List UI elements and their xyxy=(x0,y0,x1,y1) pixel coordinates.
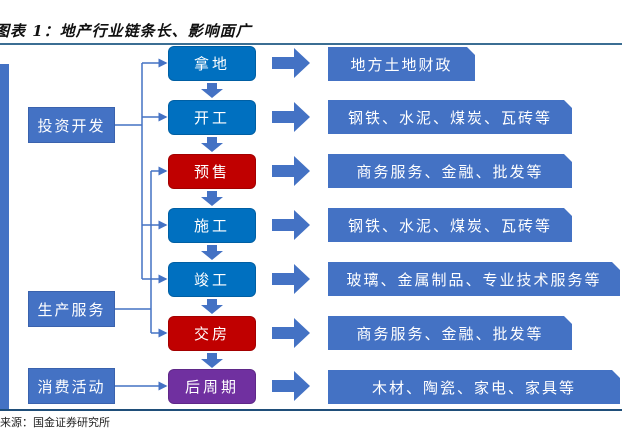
right-arrow xyxy=(272,156,310,186)
right-arrow xyxy=(272,102,310,132)
bottom-rule xyxy=(0,409,622,411)
stage-jungong: 竣工 xyxy=(168,262,256,297)
category-production-service: 生产服务 xyxy=(28,291,115,327)
down-arrow xyxy=(201,299,223,314)
left-side-bar xyxy=(0,64,9,409)
stage-kaigong: 开工 xyxy=(168,100,256,135)
down-arrow xyxy=(201,137,223,152)
top-rule xyxy=(0,43,622,45)
right-arrow xyxy=(272,371,310,401)
right-arrow xyxy=(272,210,310,240)
figure-title: 图表 1：地产行业链条长、影响面广 xyxy=(0,22,252,40)
industry-land-finance: 地方土地财政 xyxy=(328,47,475,81)
industry-steel-cement-2: 钢铁、水泥、煤炭、瓦砖等 xyxy=(328,208,572,242)
right-arrow xyxy=(272,318,310,348)
stage-jiaofang: 交房 xyxy=(168,316,256,351)
industry-wood-ceramic-appliance: 木材、陶瓷、家电、家具等 xyxy=(328,370,620,404)
source-note: 来源：国金证券研究所 xyxy=(0,416,110,429)
down-arrow xyxy=(201,353,223,368)
down-arrow xyxy=(201,191,223,206)
industry-glass-metal-services: 玻璃、金属制品、专业技术服务等 xyxy=(328,262,620,296)
industry-business-finance-2: 商务服务、金融、批发等 xyxy=(328,316,572,350)
right-arrow xyxy=(272,48,310,78)
stage-houzhouqi: 后周期 xyxy=(168,369,256,404)
stage-yushou: 预售 xyxy=(168,154,256,189)
stage-shigong: 施工 xyxy=(168,208,256,243)
down-arrow xyxy=(201,245,223,260)
down-arrow xyxy=(201,83,223,98)
industry-steel-cement-1: 钢铁、水泥、煤炭、瓦砖等 xyxy=(328,100,572,134)
category-consumption: 消费活动 xyxy=(28,368,115,404)
stage-nadi: 拿地 xyxy=(168,46,256,81)
right-arrow xyxy=(272,264,310,294)
industry-business-finance-1: 商务服务、金融、批发等 xyxy=(328,154,572,188)
category-invest-develop: 投资开发 xyxy=(28,107,115,143)
